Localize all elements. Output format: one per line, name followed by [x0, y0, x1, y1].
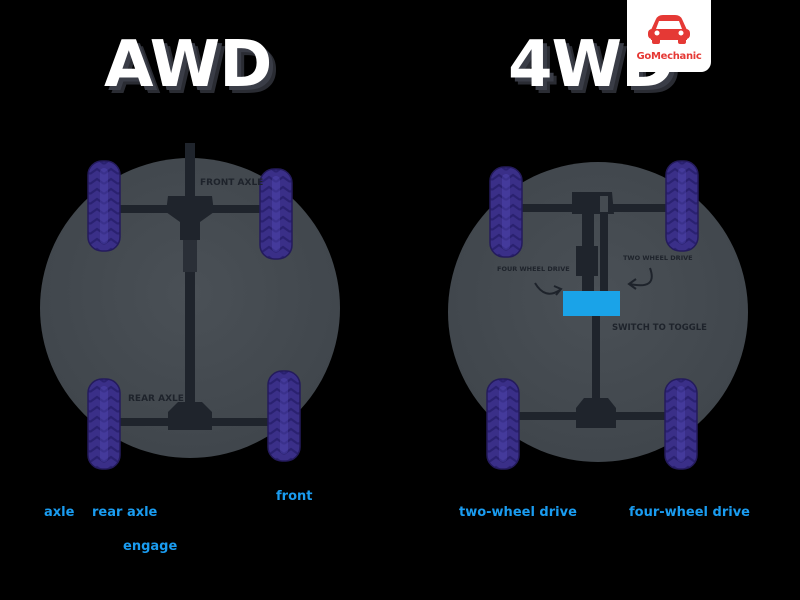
logo-text: GoMechanic	[636, 51, 702, 62]
two-wheel-drive-arrow	[629, 267, 653, 287]
awd-rear-differential	[168, 402, 212, 430]
fwd-tire-front-right	[665, 160, 699, 252]
awd-front-differential	[166, 196, 214, 240]
axle-label: axle	[44, 505, 75, 520]
rear-axle-label: rear axle	[92, 505, 158, 520]
fwd-tire-front-left	[489, 166, 523, 258]
awd-tire-front-left	[87, 160, 121, 252]
fwd-diagram: FOUR WHEEL DRIVE TWO WHEEL DRIVE SWITCH …	[448, 160, 748, 470]
four-wheel-drive-arrow	[534, 282, 561, 295]
four-wheel-drive-label: four-wheel drive	[629, 505, 750, 520]
awd-front-axle-label: FRONT AXLE	[200, 178, 263, 188]
awd-diagram: FRONT AXLE REAR AXLE	[40, 143, 340, 470]
two-wheel-drive-diagram-label: TWO WHEEL DRIVE	[623, 254, 693, 262]
gomechanic-logo: GoMechanic	[627, 0, 711, 72]
switch-to-toggle-label: SWITCH TO TOGGLE	[612, 323, 707, 333]
engage-label: engage	[123, 539, 178, 554]
front-label: front	[276, 489, 313, 504]
four-wheel-drive-diagram-label: FOUR WHEEL DRIVE	[497, 265, 570, 273]
awd-rear-axle-label: REAR AXLE	[128, 394, 184, 404]
fwd-rear-shaft	[592, 316, 600, 408]
awd-title: AWD	[104, 28, 272, 102]
two-wheel-drive-label: two-wheel drive	[459, 505, 577, 520]
awd-driveshaft	[185, 143, 195, 413]
fwd-tire-rear-right	[664, 378, 698, 470]
awd-tire-rear-left	[87, 378, 121, 470]
fwd-rear-differential	[576, 398, 616, 428]
fwd-tire-rear-left	[486, 378, 520, 470]
awd-tire-rear-right	[267, 370, 301, 462]
car-icon	[648, 15, 690, 44]
awd-tire-front-right	[259, 168, 293, 260]
fwd-toggle-switch	[563, 291, 620, 316]
